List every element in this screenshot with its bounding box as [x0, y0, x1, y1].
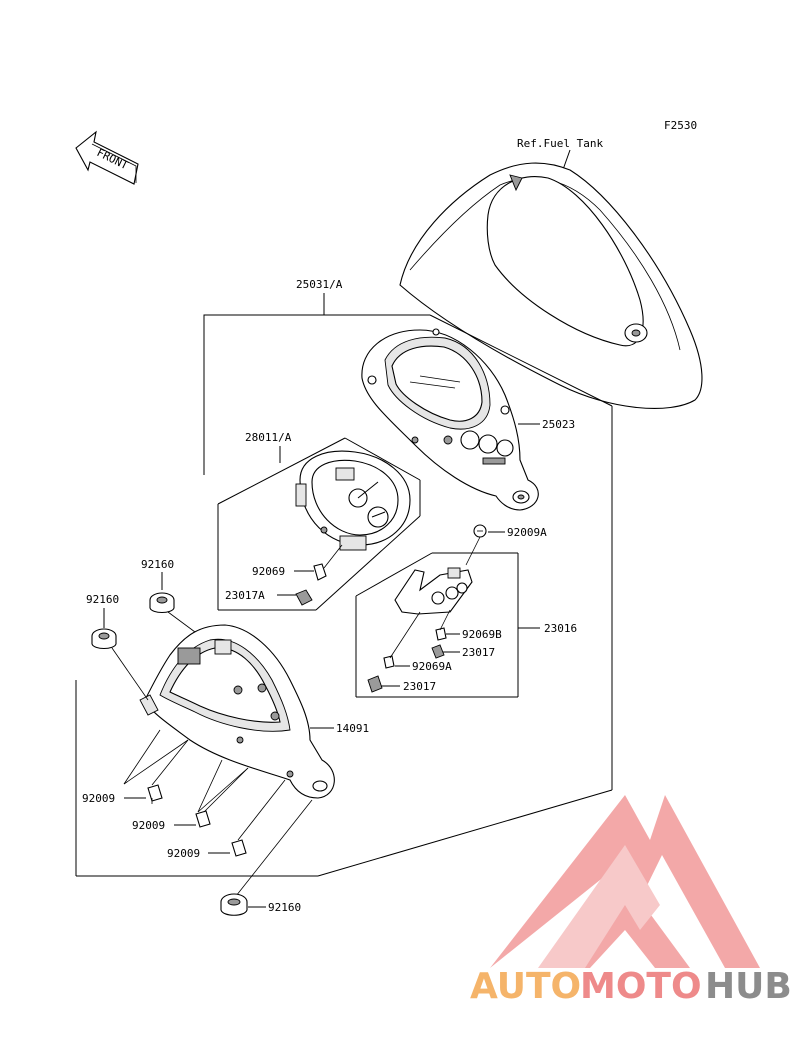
label-25031a: 25031/A — [296, 278, 343, 291]
speedometer-28011 — [295, 450, 411, 551]
ref-fuel-tank-label: Ref.Fuel Tank — [517, 137, 603, 150]
label-28011a: 28011/A — [245, 431, 292, 444]
socket-23017-lower — [367, 675, 383, 693]
figure-code: F2530 — [664, 119, 697, 132]
label-25023: 25023 — [542, 418, 575, 431]
screw-92009-1 — [147, 784, 163, 804]
label-92160-left: 92160 — [86, 593, 119, 606]
label-92009a: 92009A — [507, 526, 547, 539]
label-92069a: 92069A — [412, 660, 452, 673]
leader-bulb — [323, 544, 343, 569]
grommet-92160-left — [91, 628, 149, 701]
label-14091: 14091 — [336, 722, 369, 735]
grommet-92160-upper — [149, 592, 196, 633]
bulb-92069 — [313, 563, 327, 581]
assembly-box-28011a — [217, 437, 421, 611]
assembly-box-25031a — [75, 293, 613, 877]
label-23017a: 23017A — [225, 589, 265, 602]
watermark-moto: MOTO — [580, 966, 702, 1007]
watermark-text: AUTO MOTO HUB — [470, 966, 792, 1007]
label-92069b: 92069B — [462, 628, 502, 641]
bulb-92069a — [383, 611, 421, 669]
label-92009-3: 92009 — [167, 847, 200, 860]
screw-92009-3 — [231, 839, 247, 857]
label-92160-bottom: 92160 — [268, 901, 301, 914]
watermark-logo — [490, 795, 760, 968]
grommet-92160-bottom — [220, 799, 313, 916]
assembly-box-23016 — [355, 552, 519, 698]
watermark-hub: HUB — [705, 966, 792, 1007]
label-23017-lower: 23017 — [403, 680, 436, 693]
label-92009-1: 92009 — [82, 792, 115, 805]
front-arrow-icon: FRONT — [75, 130, 139, 185]
socket-23017a — [295, 589, 313, 606]
fuel-tank-panel — [399, 162, 703, 409]
indicator-bracket-23016 — [394, 567, 473, 615]
meter-cover-25023 — [361, 328, 539, 511]
watermark-auto: AUTO — [470, 966, 581, 1007]
label-23016: 23016 — [544, 622, 577, 635]
label-23017-upper: 23017 — [462, 646, 495, 659]
label-92009-2: 92009 — [132, 819, 165, 832]
label-92069: 92069 — [252, 565, 285, 578]
label-92160-upper: 92160 — [141, 558, 174, 571]
meter-housing-14091 — [139, 624, 335, 799]
bulb-92069b — [435, 609, 451, 641]
screw-92009a — [465, 524, 487, 566]
screw-92009-2 — [195, 810, 211, 828]
socket-23017-upper — [431, 644, 445, 659]
screw-guide-lines — [123, 729, 286, 841]
